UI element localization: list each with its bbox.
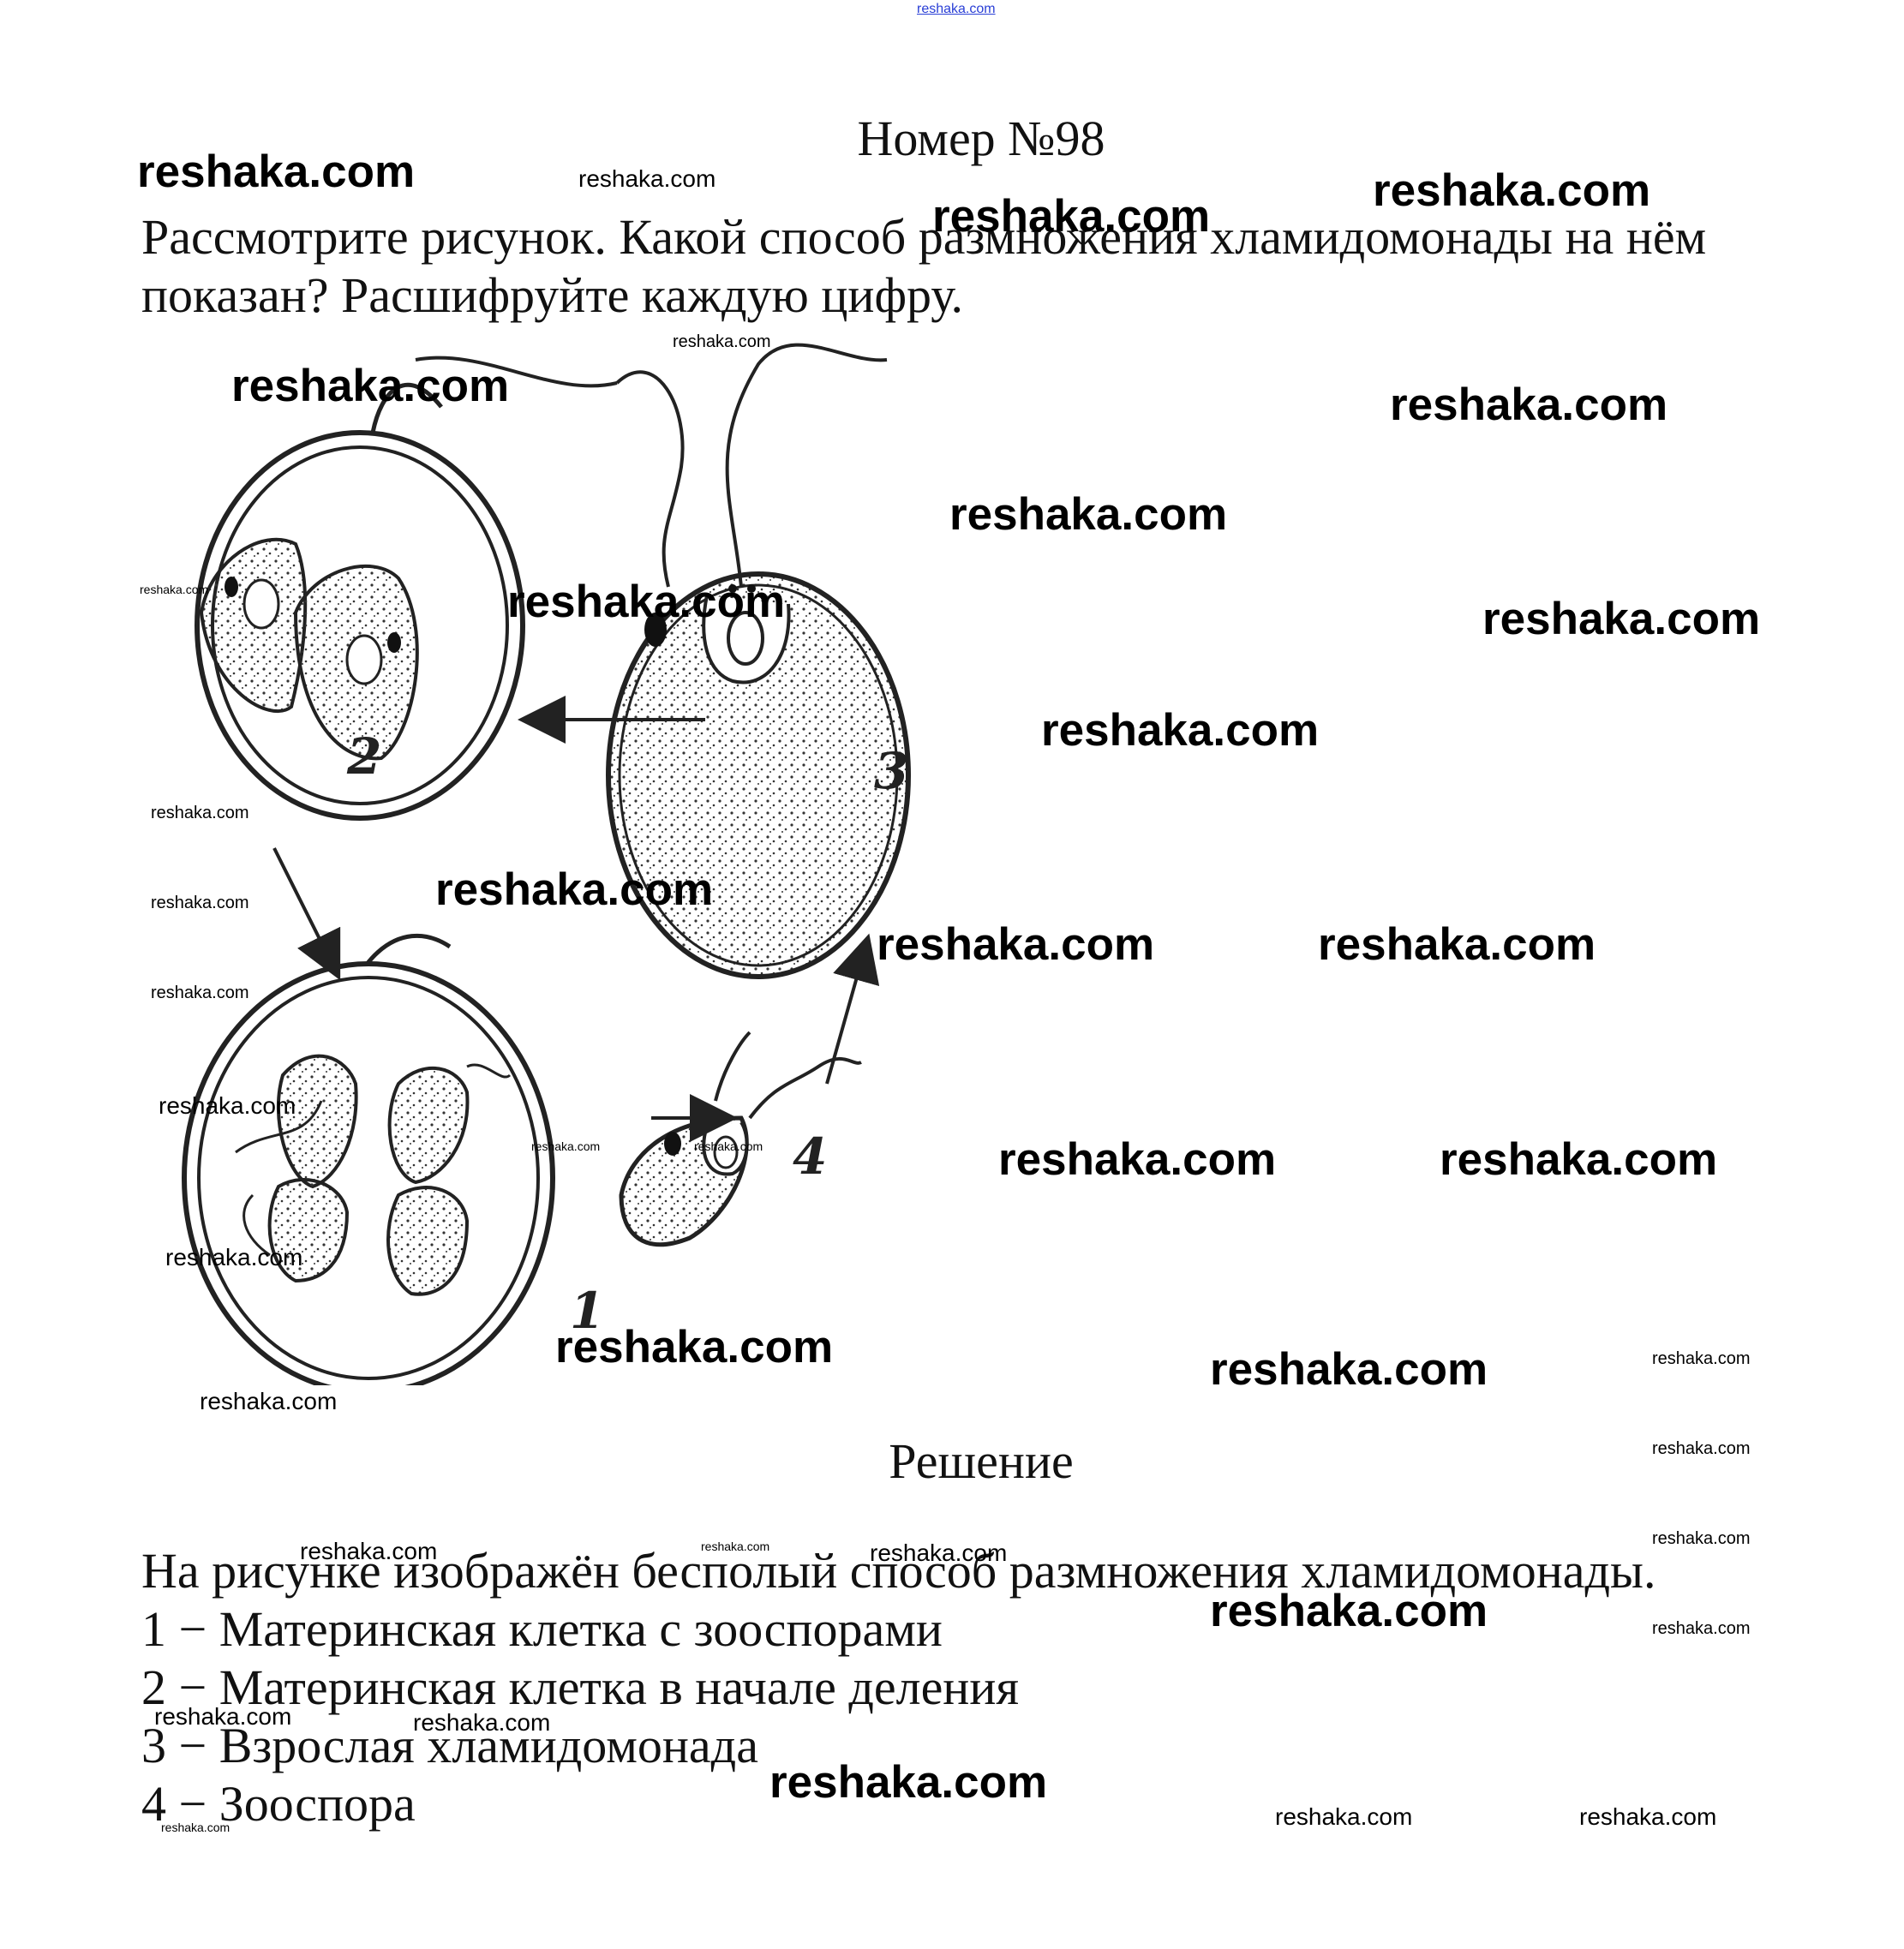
mother-cell-1: 1 <box>184 936 604 1385</box>
watermark: reshaka.com <box>1390 379 1667 431</box>
figure-label-2: 2 <box>346 727 381 786</box>
solution-item-4: 4 − Зооспора <box>141 1775 1812 1833</box>
dividing-cell-2: 2 <box>197 385 523 818</box>
top-watermark-link[interactable]: reshaka.com <box>917 2 996 17</box>
page-title: Номер №98 <box>0 110 1904 167</box>
solution-summary: На рисунке изображён бесполый способ раз… <box>141 1542 1812 1600</box>
solution-answer: На рисунке изображён бесполый способ раз… <box>141 1542 1812 1833</box>
chlamydomonas-diagram: 2 1 4 3 <box>141 330 1183 1385</box>
watermark: reshaka.com <box>1210 1343 1488 1396</box>
solution-title: Решение <box>0 1432 1904 1490</box>
question-text: Рассмотрите рисунок. Какой способ размно… <box>141 208 1812 325</box>
watermark: reshaka.com <box>1318 918 1596 971</box>
figure-label-3: 3 <box>874 742 908 800</box>
zoospore-cell-4: 4 <box>621 1032 861 1245</box>
solution-item-1: 1 − Материнская клетка с зооспорами <box>141 1600 1812 1659</box>
figure-label-4: 4 <box>793 1127 827 1186</box>
watermark: reshaka.com <box>1440 1133 1717 1186</box>
watermark: reshaka.com <box>1652 1349 1751 1369</box>
solution-item-2: 2 − Материнская клетка в начале деления <box>141 1659 1812 1717</box>
figure-label-1: 1 <box>570 1282 604 1340</box>
watermark: reshaka.com <box>578 165 715 193</box>
watermark: reshaka.com <box>1482 593 1760 645</box>
arrow-2-to-1 <box>274 848 334 968</box>
solution-item-3: 3 − Взрослая хламидомонада <box>141 1717 1812 1775</box>
watermark: reshaka.com <box>200 1388 337 1415</box>
